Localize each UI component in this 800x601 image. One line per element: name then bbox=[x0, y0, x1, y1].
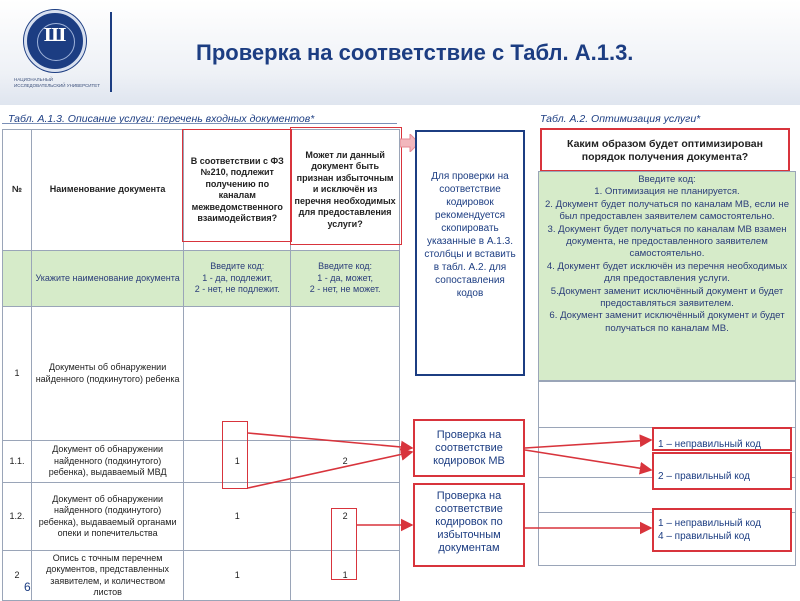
result-text: 1 – неправильный код bbox=[658, 439, 761, 450]
result-text: 4 – правильный код bbox=[658, 531, 750, 542]
caption-underline bbox=[2, 123, 397, 124]
optimization-header-text: Каким образом будет оптимизирован порядо… bbox=[567, 138, 763, 163]
copy-instruction-box: Для проверки на соответствие кодировок р… bbox=[415, 130, 525, 376]
result-text: 1 – неправильный код bbox=[658, 518, 761, 529]
result-mv-right: 2 – правильный код bbox=[652, 452, 792, 490]
row-fz-code[interactable] bbox=[183, 306, 292, 441]
hint-name: Укажите наименование документа bbox=[30, 250, 185, 307]
highlight-fz-header bbox=[182, 129, 292, 242]
page-title: Проверка на соответствие с Табл. А.1.3. bbox=[196, 40, 634, 65]
row-excess-code[interactable]: 1 bbox=[290, 550, 400, 601]
check-excess-box: Проверка на соответствие кодировок по из… bbox=[413, 483, 525, 567]
header-band bbox=[0, 0, 800, 105]
code-item: 6. Документ заменит исключённый документ… bbox=[549, 310, 785, 334]
documents-table: № Наименование документа В соответствии … bbox=[2, 129, 400, 601]
copy-instruction-text: Для проверки на соответствие кодировок р… bbox=[424, 171, 516, 299]
highlight-excess-cell bbox=[331, 508, 357, 580]
left-table-caption: Табл. А.1.3. Описание услуги: перечень в… bbox=[8, 113, 315, 125]
table-row: 1 Документы об обнаружении найденного (п… bbox=[2, 306, 400, 441]
check-mv-box: Проверка на соответствие кодировок МВ bbox=[413, 419, 525, 477]
table-row: 2 Опись с точным перечнем документов, пр… bbox=[2, 550, 400, 601]
row-number: 1.2. bbox=[2, 482, 32, 551]
row-doc-name: Документы об обнаружении найденного (под… bbox=[30, 306, 185, 441]
hint-excess: Введите код: 1 - да, может, 2 - нет, не … bbox=[290, 250, 400, 307]
result-excess: 1 – неправильный код 4 – правильный код bbox=[652, 508, 792, 552]
code-item: 4. Документ будет исключён из перечня не… bbox=[546, 260, 788, 285]
row-excess-code[interactable] bbox=[290, 306, 400, 441]
check-mv-text: Проверка на соответствие кодировок МВ bbox=[433, 429, 505, 467]
optimization-header: Каким образом будет оптимизирован порядо… bbox=[540, 128, 790, 172]
row-doc-name: Опись с точным перечнем документов, пред… bbox=[30, 550, 185, 601]
row-doc-name: Документ об обнаружении найденного (подк… bbox=[30, 482, 185, 551]
row-fz-code[interactable]: 1 bbox=[183, 550, 292, 601]
result-mv-wrong: 1 – неправильный код bbox=[652, 427, 792, 451]
highlight-excess-header bbox=[290, 127, 402, 245]
check-excess-text: Проверка на соответствие кодировок по из… bbox=[435, 490, 503, 554]
highlight-fz-cell bbox=[222, 421, 248, 489]
header-divider bbox=[110, 12, 112, 92]
hint-cell-empty bbox=[2, 250, 32, 307]
code-item: 2. Документ будет получаться по каналам … bbox=[544, 198, 790, 223]
code-item: 3. Документ будет получаться по каналам … bbox=[547, 223, 787, 260]
col-header-fz: В соответствии с ФЗ №210, подлежит получ… bbox=[183, 129, 292, 251]
codes-title: Введите код: bbox=[638, 174, 696, 185]
col-header-excess: Может ли данный документ быть признан из… bbox=[290, 129, 400, 251]
col-header-number: № bbox=[2, 129, 32, 251]
hse-logo-icon: Ш bbox=[24, 10, 86, 72]
row-number: 1.1. bbox=[2, 440, 32, 483]
page-number: 6 bbox=[24, 580, 31, 594]
right-table-caption: Табл. А.2. Оптимизация услуги* bbox=[540, 113, 701, 125]
col-header-name: Наименование документа bbox=[30, 129, 185, 251]
row-excess-code[interactable]: 2 bbox=[290, 482, 400, 551]
optimization-codes: Введите код: 1. Оптимизация не планирует… bbox=[538, 171, 796, 381]
hint-fz: Введите код: 1 - да, подлежит, 2 - нет, … bbox=[183, 250, 292, 307]
row-excess-code[interactable]: 2 bbox=[290, 440, 400, 483]
code-item: 1. Оптимизация не планируется. bbox=[594, 186, 740, 198]
row-fz-code[interactable]: 1 bbox=[183, 482, 292, 551]
table-row: 1.1. Документ об обнаружении найденного … bbox=[2, 440, 400, 483]
logo-caption: НАЦИОНАЛЬНЫЙ ИССЛЕДОВАТЕЛЬСКИЙ УНИВЕРСИТ… bbox=[14, 77, 101, 88]
row-doc-name: Документ об обнаружении найденного (подк… bbox=[30, 440, 185, 483]
row-number: 1 bbox=[2, 306, 32, 441]
code-item: 5.Документ заменит исключённый документ … bbox=[550, 285, 784, 310]
result-text: 2 – правильный код bbox=[658, 471, 750, 482]
pink-arrow-icon bbox=[400, 134, 420, 152]
